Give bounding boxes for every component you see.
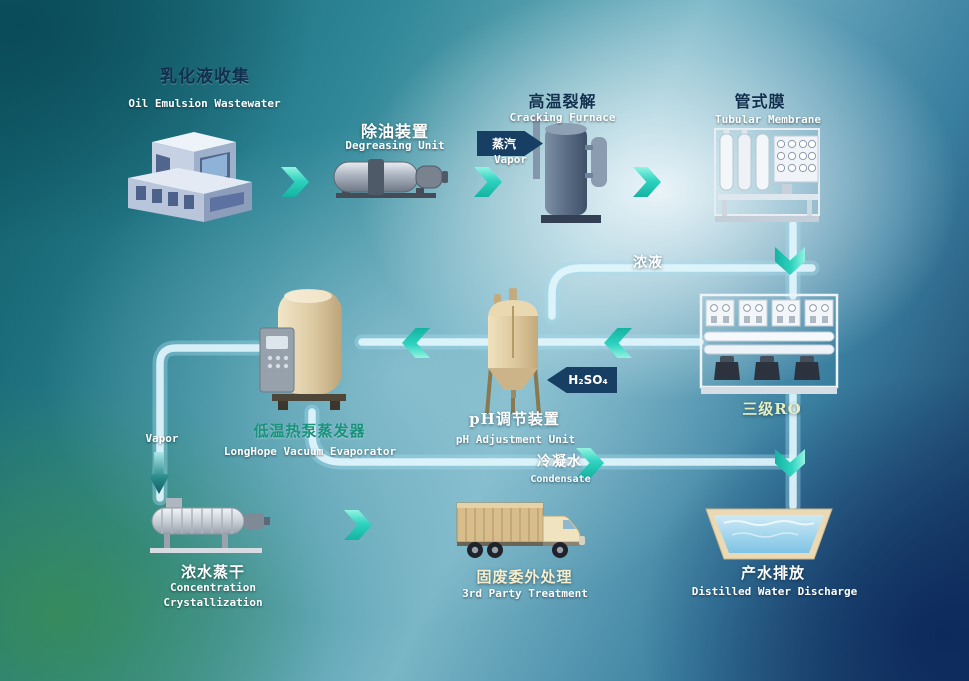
water-basin-illustration — [703, 505, 835, 563]
crystallization-label-en: Concentration Crystallization — [163, 581, 263, 609]
degreasing-label-en: Degreasing Unit — [345, 139, 445, 152]
evaporator-label-zh: 低温热泵蒸发器 — [253, 422, 366, 440]
condensate-label-en: Condensate — [530, 474, 591, 485]
concentrate-label: 浓液 — [633, 255, 663, 271]
factory-illustration — [122, 108, 272, 223]
condensate-label-zh: 冷凝水 — [537, 454, 582, 470]
ph-label-en: pH Adjustment Unit — [455, 433, 576, 446]
discharge-label-en: Distilled Water Discharge — [691, 585, 858, 598]
crystallization-label-zh: 浓水蒸干 — [180, 563, 245, 581]
solid-waste-label-zh: 固废委外处理 — [476, 568, 573, 586]
ro-skid-illustration — [698, 292, 840, 397]
membrane-label-zh: 管式膜 — [734, 92, 786, 111]
membrane-label-en: Tubular Membrane — [715, 113, 821, 126]
ro-label: 三级RO — [742, 400, 802, 418]
solid-waste-label-en: 3rd Party Treatment — [462, 587, 588, 600]
degreasing-label-zh: 除油装置 — [360, 122, 429, 141]
vapor-out-label: Vapor — [145, 432, 179, 445]
acid-formula-label: H₂SO₄ — [568, 373, 608, 387]
ph-reactor-illustration — [478, 288, 548, 418]
vapor-in-label-en: Vapor — [493, 153, 528, 166]
evaporator-label-en: LongHope Vacuum Evaporator — [223, 445, 397, 458]
cracking-label-en: Cracking Furnace — [509, 111, 616, 124]
collection-label-zh: 乳化液收集 — [160, 67, 250, 87]
truck-illustration — [455, 500, 590, 562]
ph-label-zh: pH调节装置 — [469, 410, 560, 428]
collection-label-en: Oil Emulsion Wastewater — [128, 97, 281, 110]
evaporator-illustration — [258, 282, 353, 417]
cracking-label-zh: 高温裂解 — [528, 92, 597, 111]
crystallizer-illustration — [146, 498, 271, 558]
discharge-label-zh: 产水排放 — [740, 564, 805, 582]
vapor-inlet-arrow-label: 蒸汽 — [491, 137, 516, 151]
cracking-furnace-illustration — [525, 115, 615, 230]
tubular-membrane-illustration — [712, 126, 822, 226]
degreasing-unit-illustration — [330, 148, 450, 208]
